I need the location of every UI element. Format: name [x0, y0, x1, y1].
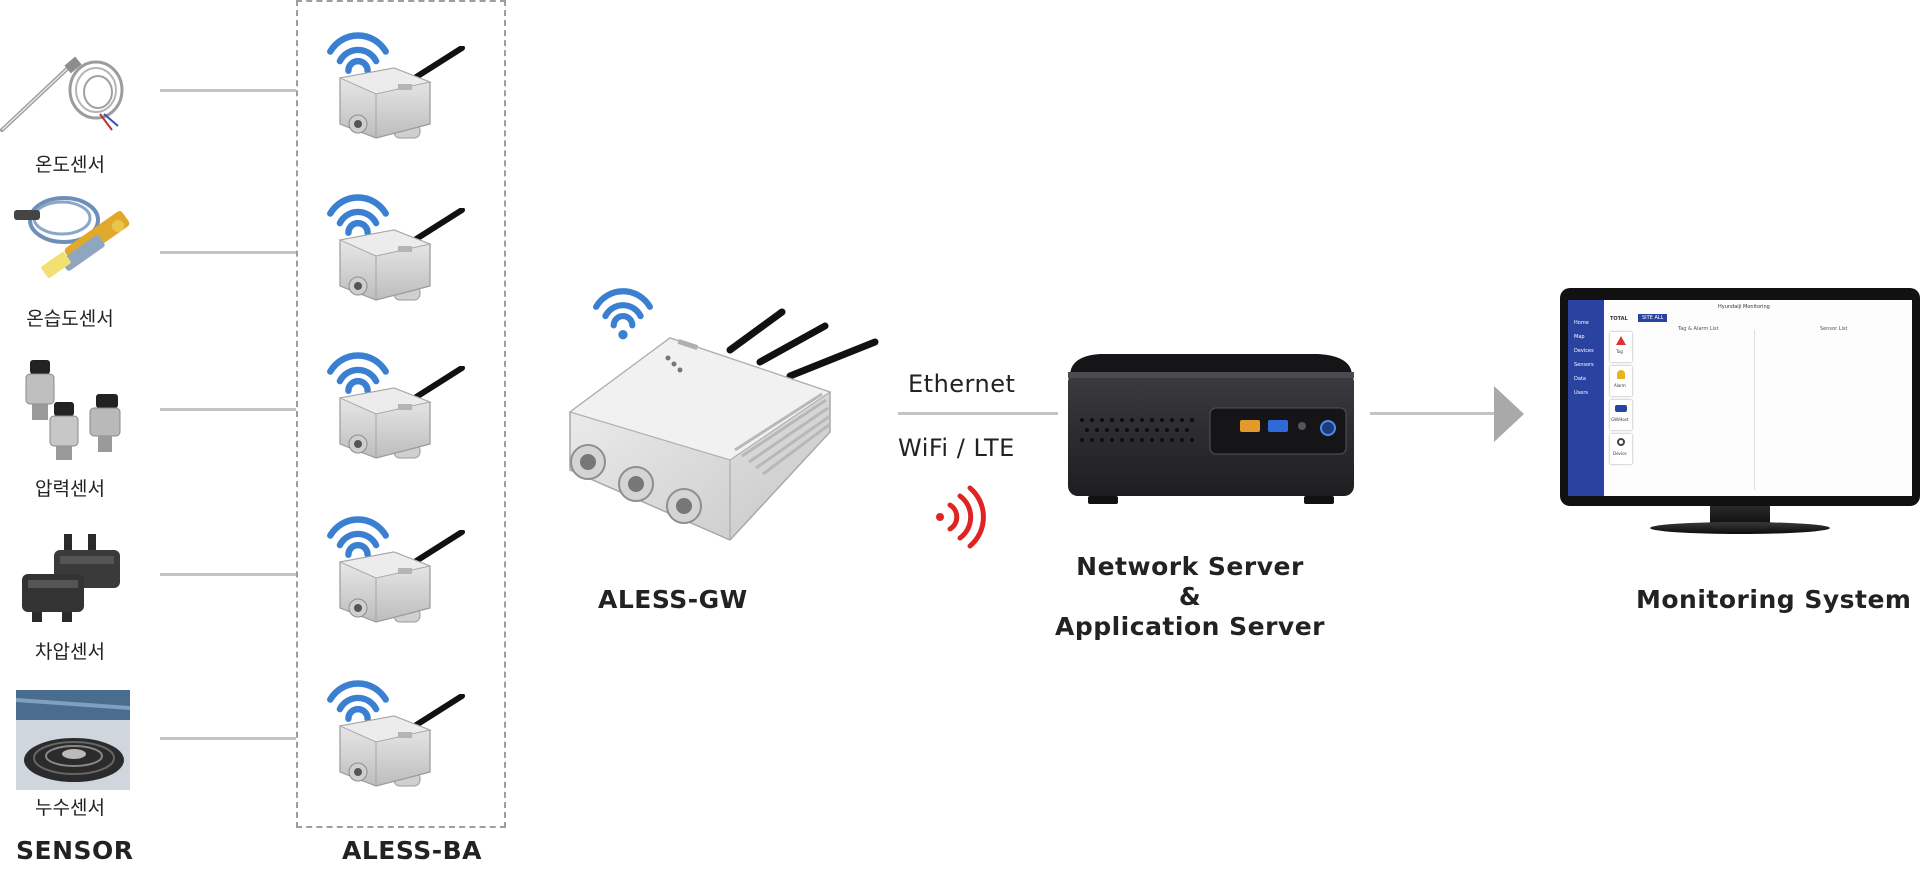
sensor-section-label: SENSOR	[16, 836, 134, 865]
screen-card: Device	[1610, 434, 1632, 464]
screen-card: Tag	[1610, 332, 1632, 362]
screen-sidebar-item[interactable]: Devices	[1574, 348, 1594, 354]
server-label: Network Server & Application Server	[1040, 552, 1340, 642]
humidity-sensor-image	[14, 196, 130, 278]
aless-ba-label: ALESS-BA	[342, 836, 483, 865]
sensor-label-diff-pressure: 차압센서	[35, 641, 105, 663]
ba-device-icon	[332, 694, 472, 794]
screen-sidebar-item[interactable]: Sensors	[1574, 362, 1594, 368]
screen-column-2: Sensor List	[1820, 326, 1848, 332]
screen-column-1: Tag & Alarm List	[1678, 326, 1719, 332]
pressure-sensor-image	[25, 360, 121, 460]
sensor-connector-3	[160, 408, 296, 411]
server-monitor-connector	[1370, 412, 1498, 415]
sensor-connector-1	[160, 89, 296, 92]
sensor-connector-4	[160, 573, 296, 576]
leak-sensor-image	[16, 690, 130, 790]
screen-card-label: GW/Host	[1611, 417, 1629, 422]
sensor-connector-2	[160, 251, 296, 254]
server-label-line3: Application Server	[1054, 612, 1326, 641]
server-label-line1: Network Server	[1076, 552, 1304, 581]
sensor-label-pressure: 압력센서	[35, 478, 105, 500]
ba-device-icon	[332, 366, 472, 466]
screen-sidebar: Home Map Devices Sensors Data Users	[1568, 300, 1604, 496]
arrow-right-icon	[1494, 386, 1524, 442]
gateway-server-connector	[898, 412, 1058, 415]
gateway-label: ALESS-GW	[598, 585, 748, 614]
sensor-label-temperature: 온도센서	[35, 154, 105, 176]
screen-total-label: TOTAL	[1610, 316, 1628, 322]
server-device	[1068, 354, 1354, 504]
screen-card: Alarm	[1610, 366, 1632, 396]
monitoring-label: Monitoring System	[1636, 585, 1912, 614]
alert-icon	[1616, 336, 1626, 345]
monitor-base	[1650, 522, 1830, 534]
gateway-icon	[1615, 405, 1627, 412]
ba-device-icon	[332, 208, 472, 308]
sensor-label-temp-humidity: 온습도센서	[26, 308, 114, 330]
screen-sidebar-item[interactable]: Map	[1574, 334, 1585, 340]
screen-card-label: Alarm	[1614, 383, 1626, 388]
monitor-neck	[1710, 506, 1770, 524]
server-label-line2: &	[1178, 582, 1202, 611]
diff-pressure-sensor-image	[22, 534, 120, 622]
signal-icon	[1617, 438, 1625, 446]
screen-card: GW/Host	[1610, 400, 1632, 430]
monitor: Home Map Devices Sensors Data Users Hyun…	[1560, 288, 1920, 548]
temperature-sensor-image	[0, 56, 124, 132]
monitor-screen: Home Map Devices Sensors Data Users Hyun…	[1568, 300, 1912, 496]
screen-divider	[1754, 330, 1755, 490]
screen-sidebar-item[interactable]: Data	[1574, 376, 1586, 382]
ba-device-icon	[332, 530, 472, 630]
screen-app-title: Hyundaiji Monitoring	[1718, 304, 1770, 310]
wireless-signal-icon	[936, 485, 986, 549]
wifi-lte-label: WiFi / LTE	[898, 434, 1015, 462]
sensor-connector-5	[160, 737, 296, 740]
bell-icon	[1617, 370, 1625, 379]
gateway-device	[568, 308, 879, 541]
aless-ba-group	[296, 0, 506, 828]
screen-card-label: Tag	[1616, 349, 1623, 354]
ba-device-icon	[332, 46, 472, 146]
sensor-column: 온도센서 온습도센서 압력센서	[0, 0, 140, 870]
screen-tab-site-all[interactable]: SITE ALL	[1638, 314, 1668, 322]
screen-card-label: Device	[1613, 451, 1627, 456]
sensor-label-leak: 누수센서	[35, 797, 105, 819]
ethernet-label: Ethernet	[908, 370, 1016, 398]
screen-sidebar-item[interactable]: Users	[1574, 390, 1589, 396]
screen-sidebar-item[interactable]: Home	[1574, 320, 1589, 326]
